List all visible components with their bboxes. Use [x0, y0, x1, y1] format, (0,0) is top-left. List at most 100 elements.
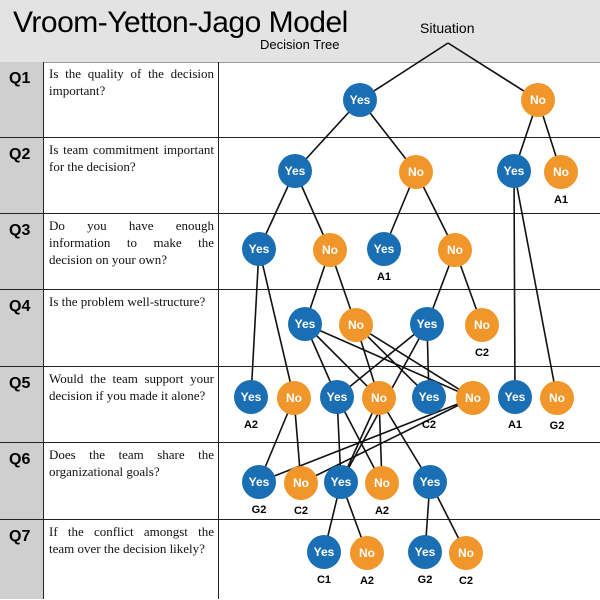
node-label: No — [371, 391, 387, 405]
node-label: No — [447, 243, 463, 257]
node-label: No — [474, 318, 490, 332]
tree-edge — [258, 248, 295, 399]
node-label: Yes — [295, 317, 316, 331]
node-circle — [456, 381, 490, 415]
yes-node: Yes — [413, 465, 447, 499]
question-id: Q6 — [0, 443, 44, 519]
tree-edge — [355, 324, 474, 399]
node-circle — [320, 380, 354, 414]
tree-edge — [300, 397, 474, 484]
outcome-label: C2 — [459, 575, 473, 587]
root-label: Situation — [420, 20, 475, 36]
yes-node: Yes — [324, 465, 358, 499]
question-id: Q5 — [0, 367, 44, 442]
node-label: No — [374, 476, 390, 490]
no-node: No — [362, 381, 396, 415]
node-circle — [540, 381, 574, 415]
outcome-label: A1 — [554, 194, 568, 206]
node-label: No — [465, 391, 481, 405]
node-label: No — [293, 476, 309, 490]
no-node: No — [339, 308, 373, 342]
node-label: Yes — [415, 545, 436, 559]
yes-node: Yes — [320, 380, 354, 414]
question-text: Does the team share the organizational g… — [44, 443, 219, 519]
node-label: Yes — [241, 390, 262, 404]
outcome-label: A1 — [508, 419, 522, 431]
tree-edge — [359, 42, 449, 101]
yes-node: Yes — [288, 307, 322, 341]
node-label: No — [348, 318, 364, 332]
node-label: Yes — [374, 242, 395, 256]
question-row: Q4 Is the problem well-structure? — [0, 290, 600, 367]
no-node: No — [277, 381, 311, 415]
node-circle — [288, 307, 322, 341]
node-circle — [465, 308, 499, 342]
tree-edge — [513, 170, 516, 398]
node-circle — [277, 381, 311, 415]
yes-node: Yes — [497, 154, 531, 188]
no-node: No — [399, 155, 433, 189]
node-label: No — [322, 243, 338, 257]
outcome-label: A2 — [244, 419, 258, 431]
yes-node: Yes — [278, 154, 312, 188]
diagram-title: Vroom-Yetton-Jago Model — [13, 6, 348, 39]
question-row: Q2 Is team commitment important for the … — [0, 138, 600, 214]
node-circle — [438, 233, 472, 267]
node-label: No — [286, 391, 302, 405]
node-label: Yes — [417, 317, 438, 331]
question-row: Q5 Would the team support your decision … — [0, 367, 600, 443]
outcome-label: G2 — [418, 574, 433, 586]
node-label: No — [549, 391, 565, 405]
tree-edge — [355, 324, 430, 398]
question-id: Q3 — [0, 214, 44, 289]
node-label: Yes — [327, 390, 348, 404]
node-circle — [408, 535, 442, 569]
tree-edge — [304, 323, 474, 399]
tree-edge — [250, 248, 260, 398]
outcome-label: G2 — [252, 504, 267, 516]
node-circle — [410, 307, 444, 341]
no-node: No — [438, 233, 472, 267]
node-label: No — [553, 165, 569, 179]
outcome-label: C2 — [422, 419, 436, 431]
tree-edge — [447, 42, 539, 101]
yes-node: Yes — [343, 83, 377, 117]
outcome-label: A2 — [375, 505, 389, 517]
header-band: Vroom-Yetton-Jago Model Decision Tree Si… — [0, 0, 600, 63]
question-text: Is team commitment important for the dec… — [44, 138, 219, 213]
node-circle — [339, 308, 373, 342]
node-circle — [497, 154, 531, 188]
question-id: Q7 — [0, 520, 44, 599]
node-circle — [307, 535, 341, 569]
node-label: Yes — [504, 164, 525, 178]
no-node: No — [456, 381, 490, 415]
node-label: Yes — [331, 475, 352, 489]
node-label: Yes — [314, 545, 335, 559]
node-circle — [521, 83, 555, 117]
outcome-label: C1 — [317, 574, 331, 586]
question-text: Is the problem well-structure? — [44, 290, 219, 366]
node-label: Yes — [249, 242, 270, 256]
question-row: Q7 If the conflict amongst the team over… — [0, 520, 600, 599]
node-circle — [412, 380, 446, 414]
question-text: Do you have enough information to make t… — [44, 214, 219, 289]
outcome-label: G2 — [550, 420, 565, 432]
question-text: Is the quality of the decision important… — [44, 62, 219, 137]
node-circle — [234, 380, 268, 414]
node-circle — [365, 466, 399, 500]
yes-node: Yes — [410, 307, 444, 341]
tree-edge — [513, 170, 558, 399]
outcome-label: A2 — [360, 575, 374, 587]
node-label: Yes — [350, 93, 371, 107]
node-circle — [350, 536, 384, 570]
